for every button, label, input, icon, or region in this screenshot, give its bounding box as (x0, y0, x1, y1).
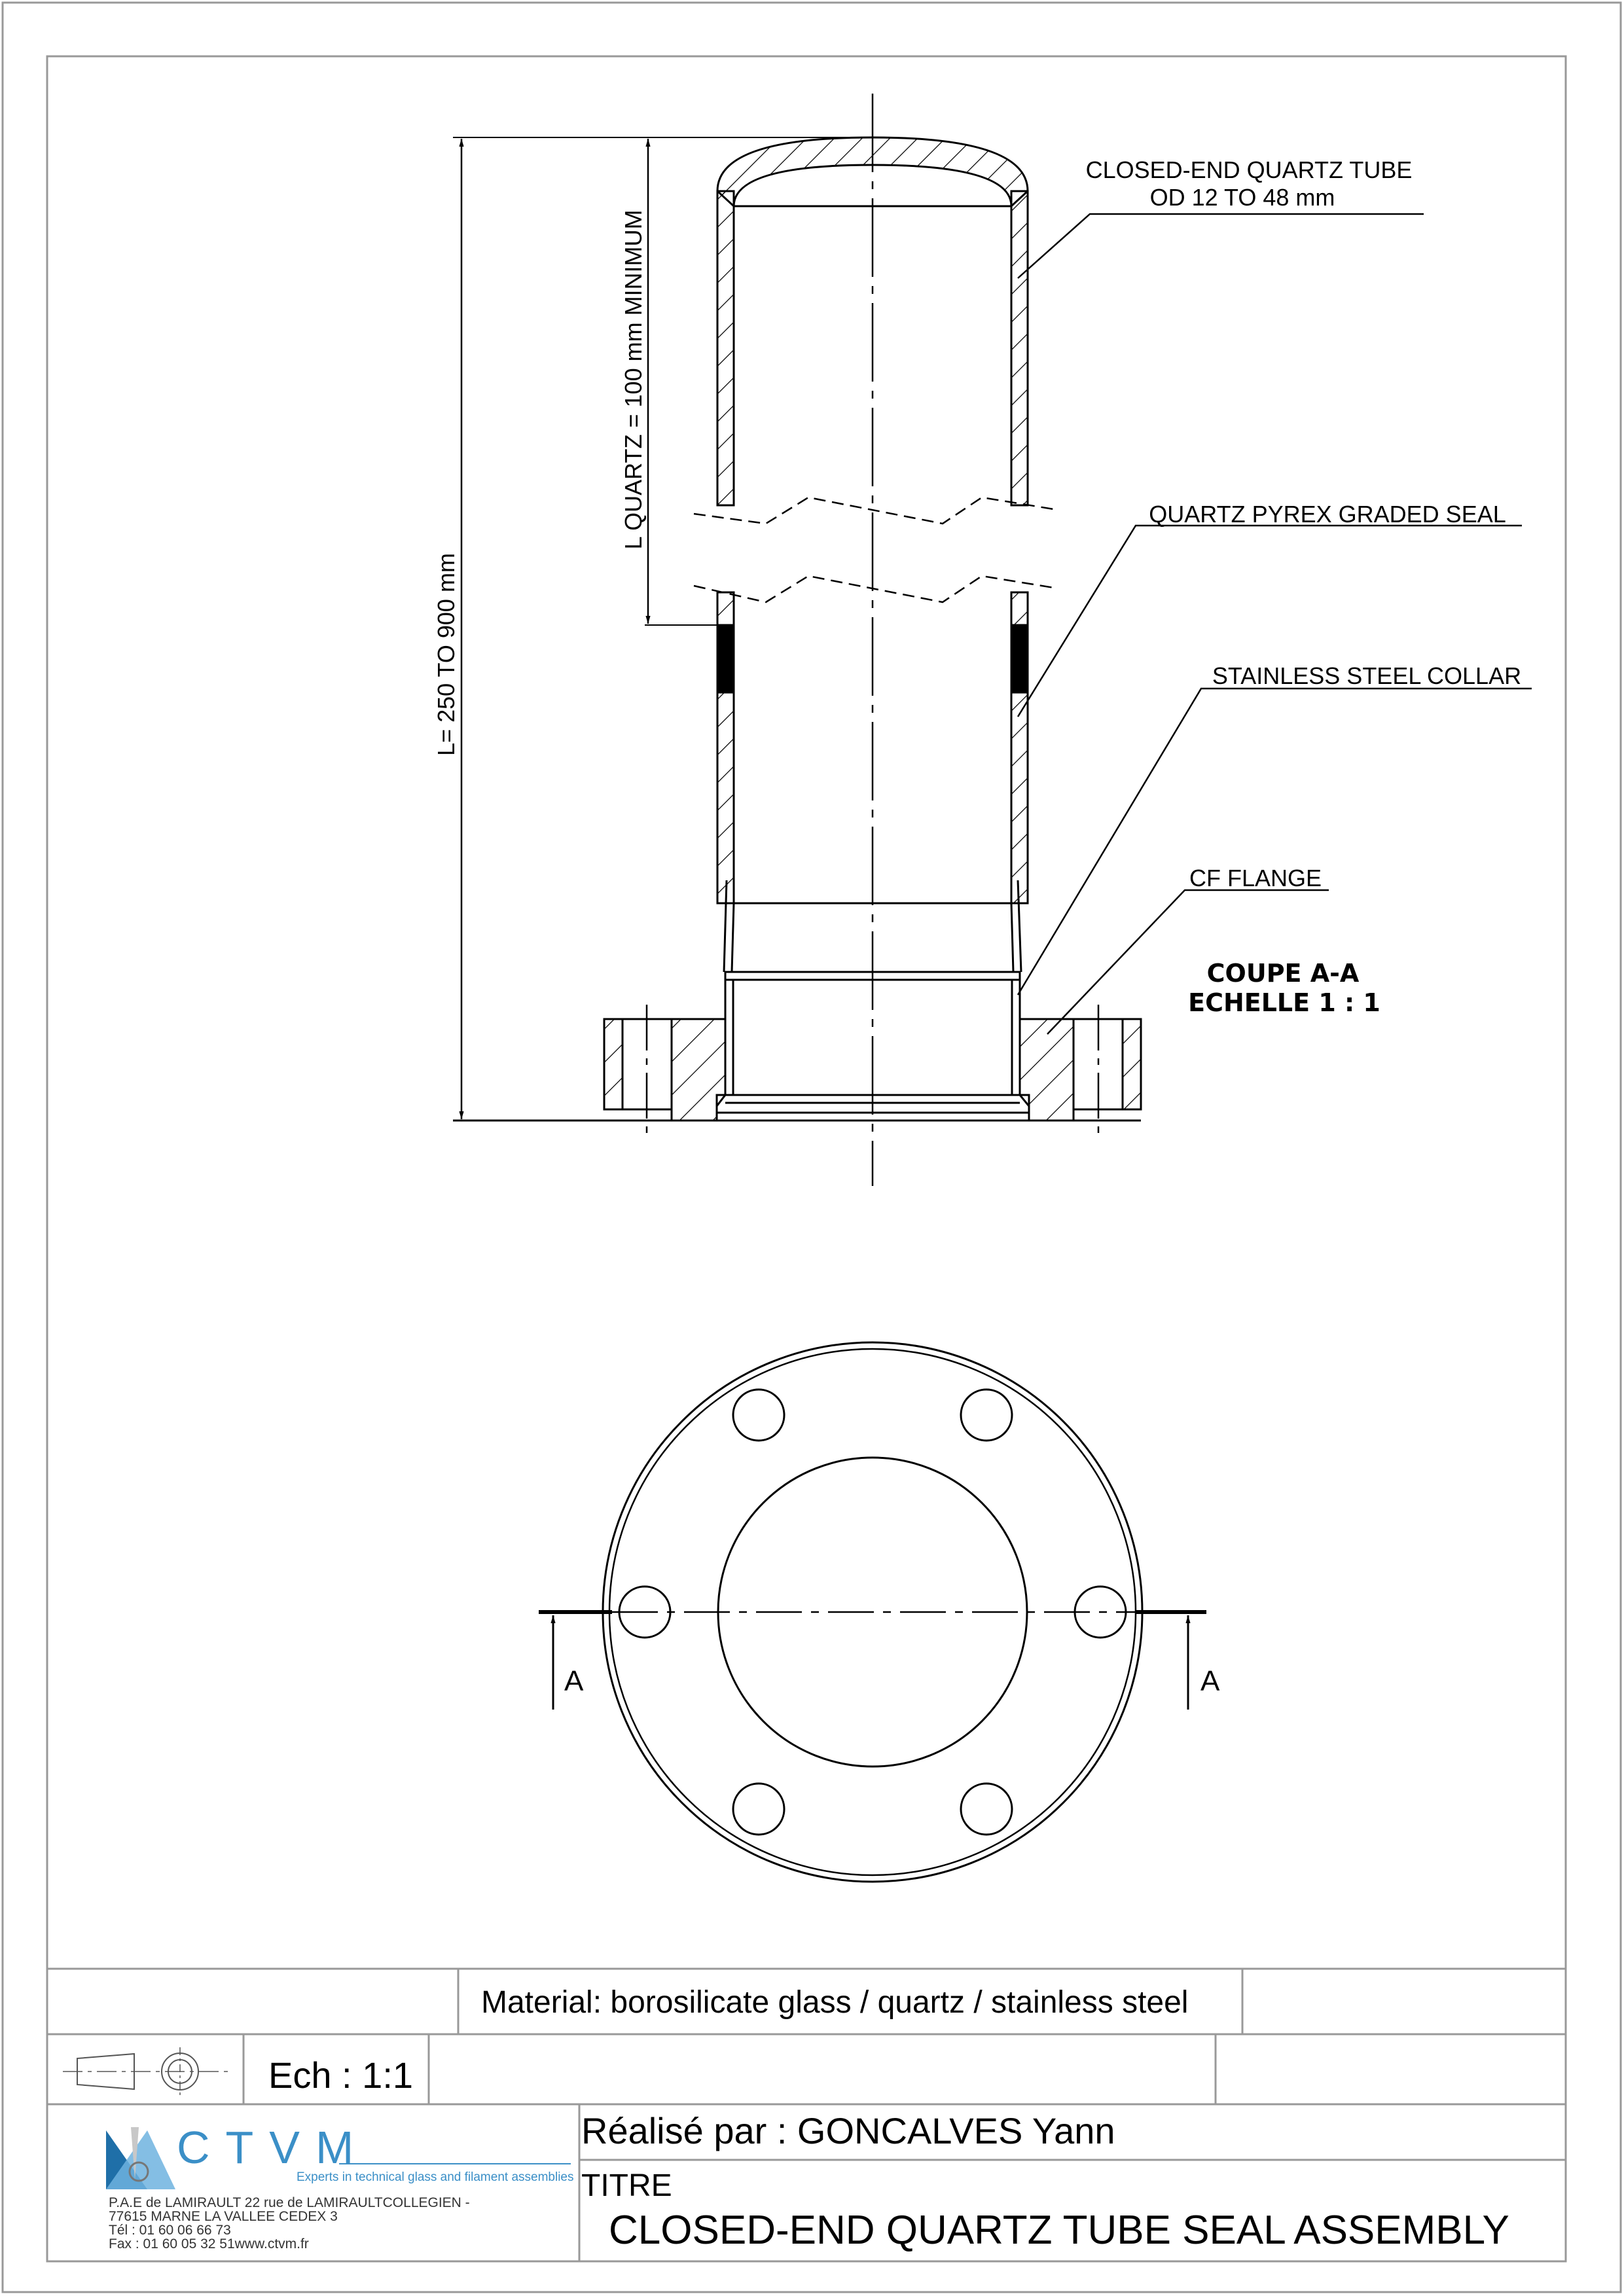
section-view-a-a (453, 94, 1532, 1186)
flange-right-outer (1121, 1018, 1142, 1111)
plan-view-flange (539, 1341, 1206, 1883)
leader-flange (1047, 889, 1329, 1035)
company-address-1: P.A.E de LAMIRAULT 22 rue de LAMIRAULTCO… (109, 2195, 470, 2210)
break-line-upper (693, 496, 1055, 525)
label-tube-line1: CLOSED-END QUARTZ TUBE (1086, 156, 1413, 183)
author-text: Réalisé par : GONCALVES Yann (581, 2110, 1115, 2151)
neck-left (723, 880, 728, 973)
label-section-scale: ECHELLE 1 : 1 (1188, 988, 1380, 1017)
graded-seal-band-right (1010, 624, 1029, 694)
flange-left-outer (603, 1018, 624, 1111)
label-section-name: COUPE A-A (1207, 959, 1360, 988)
company-address-2: 77615 MARNE LA VALLEE CEDEX 3 (109, 2209, 338, 2224)
first-angle-projection-icon (63, 2047, 228, 2096)
leader-graded-seal (1017, 524, 1522, 717)
company-phone: Tél : 01 60 06 66 73 (109, 2223, 231, 2238)
company-fax: Fax : 01 60 05 32 51www.ctvm.fr (109, 2236, 309, 2251)
bolt-hole-top-right (960, 1388, 1013, 1442)
flange-right-body (1019, 1018, 1075, 1122)
drawing-title-text: CLOSED-END QUARTZ TUBE SEAL ASSEMBLY (609, 2208, 1509, 2253)
neck-left-2 (731, 903, 735, 973)
dim-text-quartz-length: L QUARTZ = 100 mm MINIMUM (620, 209, 647, 549)
leader-collar (1017, 687, 1532, 996)
label-graded-seal: QUARTZ PYREX GRADED SEAL (1149, 501, 1506, 528)
material-text: Material: borosilicate glass / quartz / … (481, 1985, 1188, 2020)
neck-right-2 (1010, 903, 1015, 973)
title-label-text: TITRE (581, 2168, 672, 2203)
section-marker-right: A (1200, 1665, 1220, 1697)
ctvm-triangle-logo-icon (106, 2127, 175, 2189)
section-marker-left: A (564, 1665, 584, 1697)
company-name: CTVM (177, 2122, 369, 2173)
bolt-hole-bottom-right (960, 1782, 1013, 1836)
dim-text-total-length: L= 250 TO 900 mm (433, 553, 460, 756)
label-collar: STAINLESS STEEL COLLAR (1212, 662, 1521, 689)
scale-text: Ech : 1:1 (268, 2054, 413, 2096)
label-flange: CF FLANGE (1189, 865, 1322, 891)
bolt-hole-top-left (732, 1388, 785, 1442)
company-tagline: Experts in technical glass and filament … (297, 2170, 573, 2184)
graded-seal-band-left (716, 624, 735, 694)
bolt-hole-bottom-left (732, 1782, 785, 1836)
title-block (47, 1967, 1566, 2261)
tube-wall-left-upper (716, 190, 735, 507)
tube-wall-right-upper (1010, 190, 1029, 507)
leader-tube (1017, 213, 1424, 279)
inner-frame (46, 55, 1567, 2263)
neck-right (1017, 880, 1022, 973)
break-line-lower (693, 575, 1055, 603)
label-tube-line2: OD 12 TO 48 mm (1150, 184, 1335, 211)
